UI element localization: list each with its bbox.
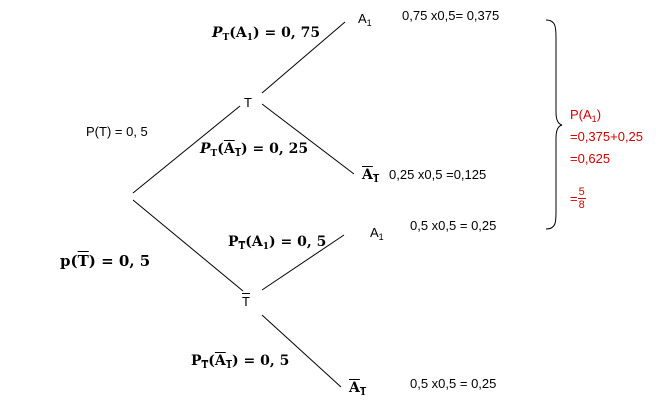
ptbar-a1bar-a: A xyxy=(214,353,226,369)
product-a1bar-tbar: 0,5 x0,5 = 0,25 xyxy=(410,377,496,390)
branch-root-to-t xyxy=(132,105,241,194)
branch-label-ptbar-a1: PT(A1) = 0, 5 xyxy=(228,235,326,252)
branch-label-p-t-complement: p(T) = 0, 5 xyxy=(60,254,150,269)
node-t-complement: T xyxy=(242,295,250,308)
product-a1bar-tbar-text: 0,5 x0,5 = 0,25 xyxy=(410,376,497,391)
product-a1-t: 0,75 x0,5= 0,375 xyxy=(402,9,499,22)
branch-tbar-to-a1bar xyxy=(261,314,342,388)
node-a1-bottom-label: A xyxy=(370,225,379,240)
p-tbar-t: T xyxy=(77,252,89,270)
branch-label-ptbar-a1-complement: PT(A1) = 0, 5 xyxy=(191,354,289,371)
fraction-numerator: 5 xyxy=(577,186,586,200)
result-label: P(A1) xyxy=(570,108,601,124)
node-t-label: T xyxy=(244,95,252,110)
ptbar-a1-sub: T xyxy=(238,242,246,252)
p-tbar-prefix: p( xyxy=(60,252,78,270)
node-a1-top-subscript: 1 xyxy=(366,18,372,28)
ptbar-a1-mid: (A xyxy=(245,234,263,250)
pt-a1-mid: (A xyxy=(229,25,247,41)
pt-a1bar-sub: T xyxy=(210,149,218,159)
result-value-text: =0,625 xyxy=(570,151,611,166)
branch-label-pt-a1: PT(A1) = 0, 75 xyxy=(212,26,320,43)
branch-t-to-a1bar xyxy=(261,103,355,175)
ptbar-a1-p: P xyxy=(228,234,239,250)
result-sum: =0,375+0,25 xyxy=(570,130,643,143)
pt-a1bar-sub2: 1 xyxy=(234,149,241,159)
ptbar-a1bar-sub: T xyxy=(201,361,209,371)
branch-label-p-t: P(T) = 0, 5 xyxy=(86,125,148,138)
node-a1-complement-bottom-label: A xyxy=(349,380,360,396)
ptbar-a1bar-p: P xyxy=(191,353,202,369)
pt-a1bar-suffix: ) = 0, 25 xyxy=(241,141,309,157)
product-a1-tbar-text: 0,5 x0,5 = 0,25 xyxy=(410,218,497,233)
ptbar-a1bar-sub2: 1 xyxy=(225,361,232,371)
result-label-prefix: P(A xyxy=(570,107,592,122)
branch-label-pt-a1-complement: PT(A1) = 0, 25 xyxy=(200,142,308,159)
branch-label-p-t-text: P(T) = 0, 5 xyxy=(86,124,148,139)
node-a1-top: A1 xyxy=(358,12,372,28)
ptbar-a1-suffix: ) = 0, 5 xyxy=(269,234,327,250)
pt-a1-suffix: ) = 0, 75 xyxy=(253,25,321,41)
result-brace xyxy=(545,19,563,230)
ptbar-a1-sub2: 1 xyxy=(262,242,269,252)
fraction-denominator: 8 xyxy=(578,199,585,212)
node-a1-complement-bottom: A1 xyxy=(349,381,366,398)
node-a1-bottom: A1 xyxy=(370,226,384,242)
node-a1-bottom-subscript: 1 xyxy=(378,232,384,242)
node-t-complement-label: T xyxy=(242,294,250,309)
node-a1-complement-top: A1 xyxy=(362,168,379,185)
product-a1bar-t: 0,25 x0,5 =0,125 xyxy=(389,168,486,181)
pt-a1bar-p: P xyxy=(200,141,211,157)
product-a1bar-t-text: 0,25 x0,5 =0,125 xyxy=(389,167,487,182)
ptbar-a1bar-open: ( xyxy=(208,353,215,369)
p-tbar-suffix: ) = 0, 5 xyxy=(88,252,151,270)
branch-t-to-a1 xyxy=(261,21,346,94)
result-label-suffix: ) xyxy=(596,107,602,122)
product-a1-t-text: 0,75 x0,5= 0,375 xyxy=(402,8,500,23)
branch-tbar-to-a1 xyxy=(261,234,345,291)
product-a1-tbar: 0,5 x0,5 = 0,25 xyxy=(410,219,496,232)
branch-root-to-tbar xyxy=(132,199,244,292)
ptbar-a1bar-suffix: ) = 0, 5 xyxy=(232,353,290,369)
node-a1-complement-bottom-subscript: 1 xyxy=(359,388,367,398)
result-label-sub: 1 xyxy=(591,114,597,124)
pt-a1bar-a: A xyxy=(223,141,235,157)
node-a1-complement-top-subscript: 1 xyxy=(372,175,380,185)
pt-a1-sub2: 1 xyxy=(246,33,253,43)
result-sum-text: =0,375+0,25 xyxy=(570,129,644,144)
node-a1-complement-top-label: A xyxy=(362,167,373,183)
result-value: =0,625 xyxy=(570,152,610,165)
pt-a1-p: P xyxy=(212,25,223,41)
result-fraction-eq: = xyxy=(570,191,578,207)
node-a1-top-label: A xyxy=(358,11,367,26)
node-t: T xyxy=(244,96,252,109)
pt-a1bar-open: ( xyxy=(217,141,224,157)
pt-a1-sub: T xyxy=(222,33,230,43)
